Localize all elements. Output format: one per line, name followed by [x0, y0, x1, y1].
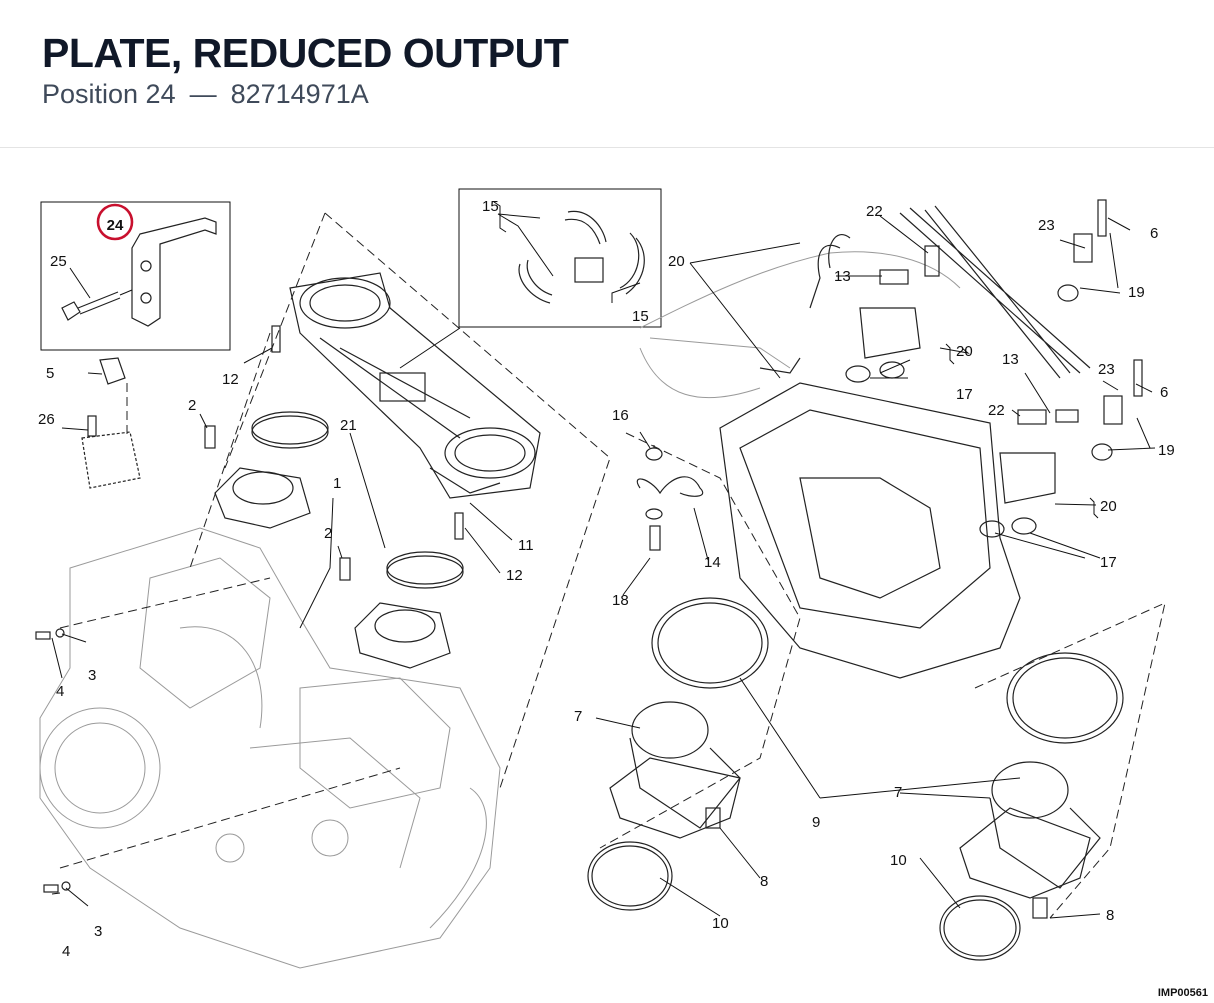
callout-10-left: 10	[712, 915, 729, 932]
intake-flanges	[214, 467, 451, 669]
leader-lines	[51, 201, 1156, 919]
callout-6-lower: 6	[1160, 384, 1168, 401]
clamps	[251, 411, 464, 589]
subtitle-separator: —	[189, 79, 217, 109]
callout-12-upper: 12	[222, 371, 239, 388]
callout-15-upper: 15	[482, 198, 499, 215]
callout-17-lower: 17	[1100, 554, 1117, 571]
callout-1: 1	[333, 475, 341, 492]
washers-bolts	[35, 628, 71, 893]
exploded-parts-diagram: 24 25 5 26 2 12 21 1 11 12 2 3 4 3 4 15 …	[35, 188, 1175, 969]
callout-20-middle: 20	[956, 343, 973, 360]
callout-labels: 24 25 5 26 2 12 21 1 11 12 2 3 4 3 4 15 …	[38, 198, 1175, 960]
callout-10-right: 10	[890, 852, 907, 869]
callout-8-right: 8	[1106, 907, 1114, 924]
callout-7-left: 7	[574, 708, 582, 725]
callout-16: 16	[612, 407, 629, 424]
grommets-bolts	[1057, 199, 1143, 461]
callout-22-lower: 22	[988, 402, 1005, 419]
page-subtitle: Position 24 — 82714971A	[42, 78, 369, 110]
callout-8-left: 8	[760, 873, 768, 890]
clip-and-spring	[636, 447, 704, 551]
small-fasteners	[81, 325, 464, 581]
callout-3-lower: 3	[94, 923, 102, 940]
callout-5: 5	[46, 365, 54, 382]
callout-2-lower: 2	[324, 525, 332, 542]
callout-3-upper: 3	[88, 667, 96, 684]
callout-19-upper: 19	[1128, 284, 1145, 301]
callout-20-lower: 20	[1100, 498, 1117, 515]
callout-4-upper: 4	[56, 683, 64, 700]
right-dash-guides	[599, 432, 1166, 919]
callout-23-lower: 23	[1098, 361, 1115, 378]
callout-14: 14	[704, 554, 721, 571]
part-number: 82714971A	[230, 79, 369, 109]
callout-13-upper: 13	[834, 268, 851, 285]
highlight-circle	[96, 203, 134, 241]
callout-7-right: 7	[894, 784, 902, 801]
pipe-inset	[399, 188, 662, 369]
callout-2-upper: 2	[188, 397, 196, 414]
callout-13-lower: 13	[1002, 351, 1019, 368]
airbox	[639, 251, 1021, 679]
detail-inset	[40, 201, 231, 351]
position-label: Position 24	[42, 79, 176, 109]
callout-19-lower: 19	[1158, 442, 1175, 459]
callout-17-upper: 17	[956, 386, 973, 403]
engine-block	[39, 527, 501, 969]
throttle-body	[289, 272, 541, 499]
callout-20-upper: 20	[668, 253, 685, 270]
page-title: PLATE, REDUCED OUTPUT	[42, 30, 569, 76]
callout-15-lower: 15	[632, 308, 649, 325]
left-dash-guides	[59, 212, 611, 869]
callout-12-lower: 12	[506, 567, 523, 584]
callout-11: 11	[518, 537, 534, 554]
callout-9: 9	[812, 814, 820, 831]
header: PLATE, REDUCED OUTPUT Position 24 — 827149…	[0, 0, 1214, 148]
callout-25: 25	[50, 253, 67, 270]
callout-24: 24	[107, 217, 124, 234]
callout-22-upper: 22	[866, 203, 883, 220]
callout-4-lower: 4	[62, 943, 70, 960]
callout-26: 26	[38, 411, 55, 428]
callout-18: 18	[612, 592, 629, 609]
fuel-rails	[759, 205, 1091, 538]
image-code: IMP00561	[1157, 987, 1208, 999]
callout-23-upper: 23	[1038, 217, 1055, 234]
callout-6-upper: 6	[1150, 225, 1158, 242]
callout-21: 21	[340, 417, 357, 434]
intake-funnels	[587, 597, 1124, 961]
